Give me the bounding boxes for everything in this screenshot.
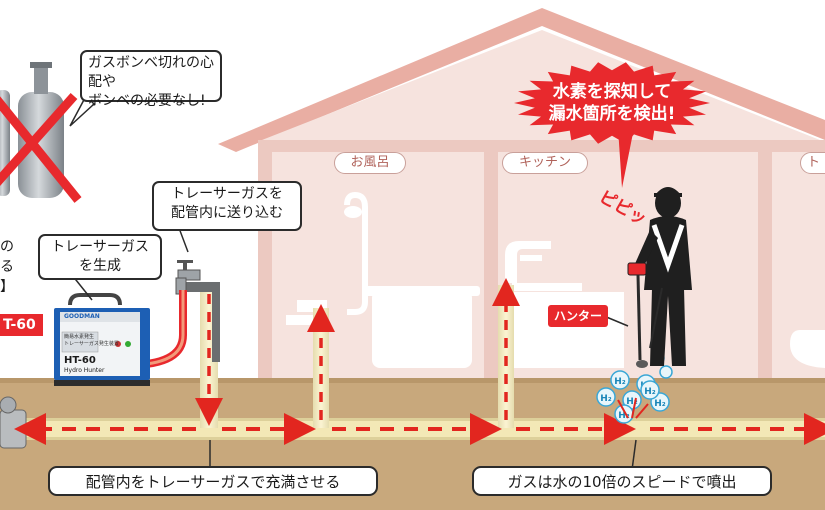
machine-subtitle: Hydro Hunter: [64, 367, 105, 374]
no-cylinder-bubble: ガスボンベ切れの心配や ボンベの必要なし!: [80, 50, 222, 109]
hunter-label: ハンター: [548, 305, 608, 327]
hydrogen-bubbles: H₂H₂H₂H₂H₂H₂H₂: [596, 351, 673, 424]
toilet-fixture: [790, 330, 825, 368]
h2-label: H₂: [614, 377, 626, 387]
tracer-generate-bubble: トレーサーガス を生成: [38, 234, 162, 280]
leak-spray: [617, 397, 649, 419]
vertical-flow-arrows: [195, 278, 520, 426]
house-roof: [218, 8, 825, 152]
h2-label: H₂: [626, 397, 638, 407]
h2-label: H₂: [644, 387, 656, 397]
h2-label: H₂: [654, 399, 666, 409]
h2-bubble: [659, 365, 673, 379]
machine-small-line-1: 簡易水素発生: [64, 334, 95, 340]
machine-small-line-2: トレーサーガス発生装置: [64, 341, 119, 347]
starburst-line: 漏水箇所を検出!: [549, 103, 676, 124]
h2-label: H₂: [600, 394, 612, 404]
alert-starburst: 水素を探知して漏水箇所を検出!: [514, 62, 710, 188]
wall-pillar: [758, 140, 772, 382]
h2-bubble: [610, 370, 630, 390]
starburst-line: 水素を探知して: [553, 81, 672, 102]
left-cut-text-2: る: [0, 256, 14, 276]
left-cut-text-3: 】: [0, 276, 14, 296]
left-cut-text-1: の: [0, 236, 14, 256]
branch-pipes: [180, 282, 514, 428]
h2-label: H₂: [618, 411, 630, 421]
machine-model: HT-60: [64, 355, 96, 366]
room-label-toilet: ト: [800, 152, 825, 174]
h2-bubble: [640, 380, 660, 400]
gas-speed-bubble: ガスは水の10倍のスピードで噴出: [472, 466, 772, 496]
h2-bubble: [596, 387, 616, 407]
room-label-bath: お風呂: [334, 152, 406, 174]
wall-beam: [258, 140, 825, 152]
worker: [627, 187, 692, 368]
pipe-fill-bubble: 配管内をトレーサーガスで充満させる: [48, 466, 378, 496]
starburst-line-1: 水素を探知して漏水箇所を検出!: [549, 81, 676, 124]
tracer-gas-generator: [54, 293, 150, 386]
wall-pillar: [484, 140, 498, 382]
gas-cylinders: [0, 62, 82, 203]
model-tag: T-60: [0, 314, 43, 336]
room-label-kitchen: キッチン: [502, 152, 588, 174]
bath-fixtures: [286, 191, 480, 368]
wall-pillar: [258, 140, 272, 382]
tracer-send-bubble: トレーサーガスを 配管内に送り込む: [152, 181, 302, 231]
machine-brand: GOODMAN: [64, 313, 100, 320]
kitchen-fixtures: [500, 241, 624, 368]
